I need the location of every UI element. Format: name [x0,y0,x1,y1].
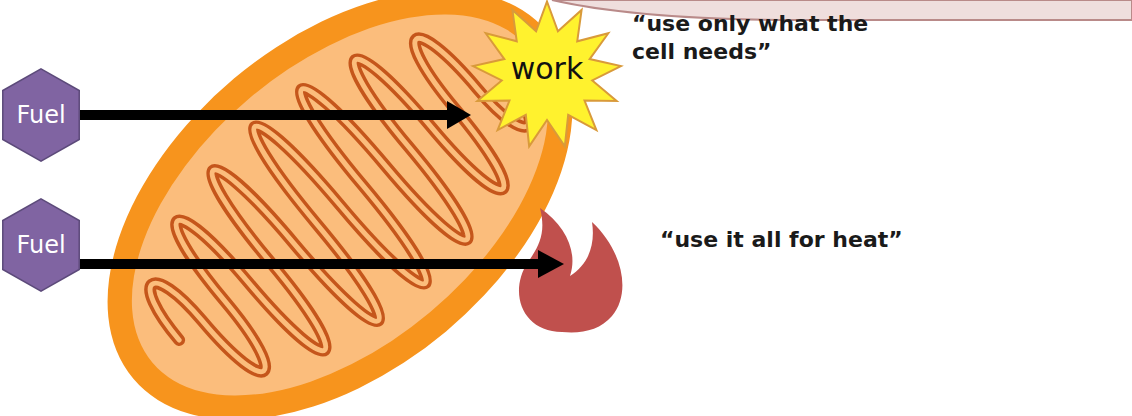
mitochondrion [27,0,653,416]
burst-label: work [511,51,584,86]
fuel-hexagon: Fuel [2,68,80,162]
note-text: “use it all for heat” [660,226,903,254]
fuel-hexagon: Fuel [2,198,80,292]
starburst-node: work [471,0,623,150]
note-text: “use only what the cell needs” [632,10,902,65]
fuel-label: Fuel [16,231,65,259]
work-arrow [80,101,471,129]
flame-symbol [519,208,622,332]
heat-arrow [80,250,564,278]
fuel-label: Fuel [16,101,65,129]
